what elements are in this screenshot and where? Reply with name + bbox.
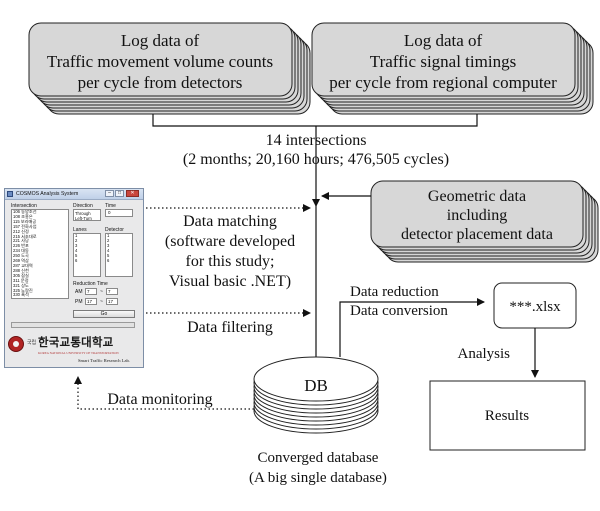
intersection-list-item[interactable]: 115 보라매공 bbox=[13, 218, 37, 224]
detector-list-item[interactable]: 4 bbox=[107, 247, 110, 253]
lane-list-item[interactable]: 3 bbox=[75, 242, 78, 248]
detector-list-item[interactable]: 3 bbox=[107, 242, 110, 248]
am-label: AM bbox=[75, 289, 83, 295]
xlsx-label: ***.xlsx bbox=[509, 299, 561, 315]
time-label: Time bbox=[105, 203, 116, 209]
intersection-list-item[interactable]: 311 문정 bbox=[13, 277, 29, 283]
svg-text:Data matching: Data matching bbox=[183, 213, 277, 230]
signal-timing-line-1: Log data of bbox=[404, 31, 483, 50]
intersection-list-item[interactable]: 221 사당 bbox=[13, 238, 29, 244]
intersections-label: 14 intersections bbox=[266, 132, 367, 149]
minimize-icon[interactable]: – bbox=[105, 190, 114, 197]
reduction-arrow bbox=[339, 298, 485, 357]
detector-list-item[interactable]: 5 bbox=[107, 252, 110, 258]
pm-to-select[interactable]: 17 bbox=[106, 298, 118, 305]
window-title: COSMOS Analysis System bbox=[16, 191, 79, 197]
lab-name: Smart Traffic Research Lab. bbox=[78, 358, 130, 363]
window-titlebar[interactable]: COSMOS Analysis System – □ ✕ bbox=[5, 189, 143, 200]
intersection-list-item[interactable]: 212 신정 bbox=[13, 228, 29, 234]
university-mark: 국립 bbox=[27, 341, 37, 346]
detector-list-item[interactable]: 1 bbox=[107, 233, 110, 238]
intersection-list-item[interactable]: 106 동양조선 bbox=[13, 209, 37, 214]
intersection-list-item[interactable]: 288 신천 bbox=[13, 267, 29, 273]
progress-bar bbox=[11, 322, 135, 328]
pm-from-select[interactable]: 17 bbox=[85, 298, 97, 305]
am-to-select[interactable]: 7 bbox=[106, 288, 118, 295]
reduction-label: Data reduction bbox=[350, 284, 439, 300]
matching-label: Data matching (software developed for th… bbox=[165, 213, 295, 290]
intersection-list-item[interactable]: 226 반포 bbox=[13, 243, 29, 249]
conversion-label: Data conversion bbox=[350, 303, 448, 319]
signal-timing-line-3: per cycle from regional computer bbox=[329, 73, 557, 92]
lane-list-item[interactable]: 4 bbox=[75, 247, 78, 253]
go-button[interactable]: Go bbox=[73, 310, 135, 318]
converged-subtitle: (A big single database) bbox=[249, 470, 387, 486]
intersection-list-item[interactable]: 250 도곡 bbox=[13, 253, 29, 259]
intersection-list-item[interactable]: 269 역삼 bbox=[13, 258, 29, 264]
university-name: 한국교통대학교 bbox=[38, 335, 114, 349]
lanes-label: Lanes bbox=[73, 227, 87, 233]
svg-text:for this study;: for this study; bbox=[186, 253, 275, 270]
close-icon[interactable]: ✕ bbox=[126, 190, 139, 197]
reduction-time-label: Reduction Time bbox=[73, 281, 108, 287]
db-label: DB bbox=[304, 376, 328, 395]
lane-list-item[interactable]: 1 bbox=[75, 233, 78, 238]
intersection-list-item[interactable]: 287 교대역 bbox=[13, 262, 33, 268]
intersection-list-item[interactable]: 330 흑석 bbox=[13, 292, 29, 298]
results-label: Results bbox=[485, 408, 529, 424]
intersection-list-item[interactable]: 108 조흥은 bbox=[13, 213, 33, 219]
time-select[interactable]: 0 bbox=[105, 209, 133, 217]
geometric-line-3: detector placement data bbox=[401, 226, 553, 243]
geometric-line-1: Geometric data bbox=[428, 188, 526, 205]
direction-label: Direction bbox=[73, 203, 93, 209]
intersection-label: Intersection bbox=[11, 203, 37, 209]
intersection-list-item[interactable]: 234 대동 bbox=[13, 248, 29, 254]
db-cylinder: DB bbox=[253, 356, 379, 434]
geometric-data-box: Geometric data including detector placem… bbox=[370, 180, 599, 263]
filtering-label: Data filtering bbox=[187, 319, 273, 336]
intersection-list-item[interactable]: 325 노량진 bbox=[13, 287, 33, 293]
signal-timing-line-2: Traffic signal timings bbox=[370, 52, 516, 71]
maximize-icon[interactable]: □ bbox=[115, 190, 124, 197]
university-subtitle: KOREA NATIONAL UNIVERSITY OF TRANSPORTAT… bbox=[38, 351, 119, 355]
analysis-software-window: COSMOS Analysis System – □ ✕ Intersectio… bbox=[4, 188, 144, 368]
svg-text:Visual basic .NET): Visual basic .NET) bbox=[169, 273, 291, 290]
traffic-volume-line-1: Log data of bbox=[121, 31, 200, 50]
results-box bbox=[429, 380, 586, 451]
lane-list-item[interactable]: 5 bbox=[75, 252, 78, 258]
intersection-list-item[interactable]: 305 잠실 bbox=[13, 272, 29, 278]
intersection-list-item[interactable]: 321 상도 bbox=[13, 282, 29, 288]
geometric-line-2: including bbox=[447, 207, 507, 224]
app-icon bbox=[7, 191, 13, 197]
detector-label: Detector bbox=[105, 227, 124, 233]
lane-list-item[interactable]: 2 bbox=[75, 237, 78, 243]
am-from-select[interactable]: 7 bbox=[85, 288, 97, 295]
direction-select[interactable]: Through Left-Turn bbox=[73, 209, 101, 221]
intersection-list-item[interactable]: 215 서초대로 bbox=[13, 233, 37, 239]
lane-list-item[interactable]: 6 bbox=[75, 257, 78, 263]
university-seal-icon bbox=[8, 336, 24, 352]
svg-text:(software developed: (software developed bbox=[165, 233, 295, 250]
traffic-volume-line-3: per cycle from detectors bbox=[78, 73, 243, 92]
detector-list-item[interactable]: 6 bbox=[107, 257, 110, 263]
traffic-volume-line-2: Traffic movement volume counts bbox=[47, 52, 273, 71]
monitoring-arrow bbox=[74, 376, 254, 410]
signal-timing-log-box: Log data of Traffic signal timings per c… bbox=[311, 22, 594, 115]
intersection-list-item[interactable]: 157 전화사업 bbox=[13, 223, 37, 229]
traffic-volume-log-box: Log data of Traffic movement volume coun… bbox=[28, 22, 311, 115]
monitoring-label: Data monitoring bbox=[107, 391, 212, 408]
intersections-detail-label: (2 months; 20,160 hours; 476,505 cycles) bbox=[183, 151, 449, 168]
analysis-label: Analysis bbox=[458, 346, 511, 362]
detector-list-item[interactable]: 2 bbox=[107, 237, 110, 243]
merge-connector bbox=[152, 114, 478, 207]
pm-label: PM bbox=[75, 299, 83, 305]
converged-label: Converged database bbox=[258, 450, 379, 466]
